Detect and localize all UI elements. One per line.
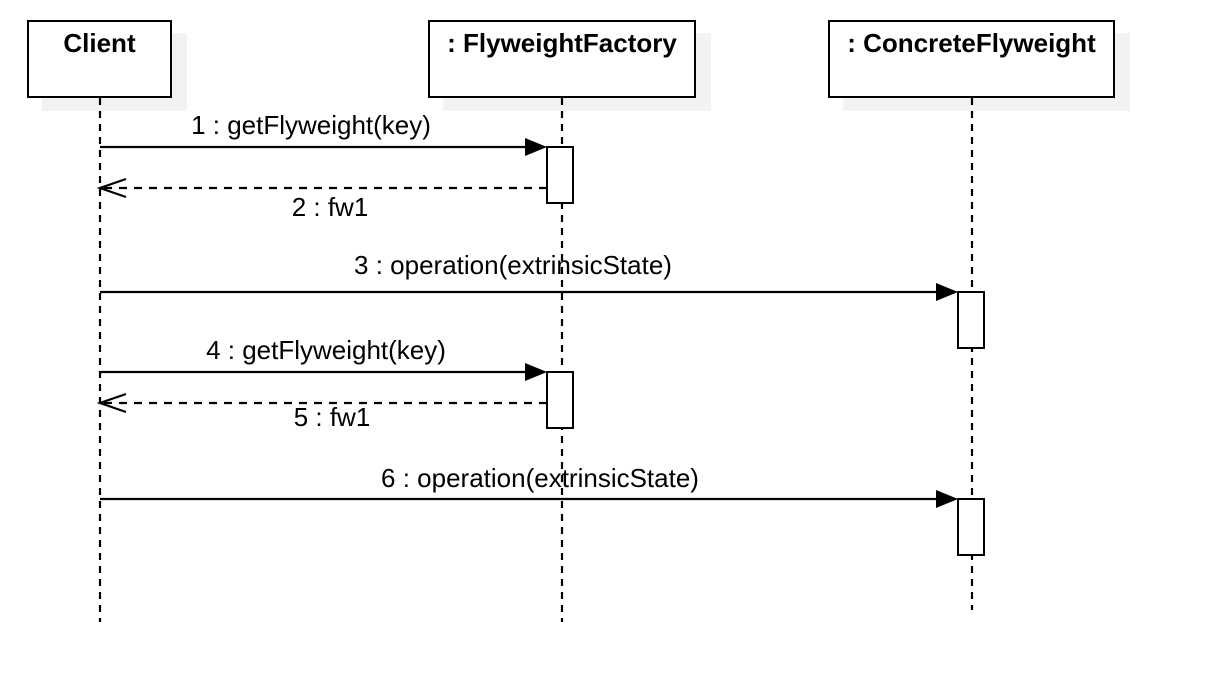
message-4-filled-arrowhead-icon	[525, 363, 547, 381]
message-1-filled-arrowhead-icon	[525, 138, 547, 156]
lifeline-head-client-label: Client	[63, 28, 136, 58]
message-6-filled-arrowhead-icon	[936, 490, 958, 508]
lifeline-head-concrete-flyweight-label: : ConcreteFlyweight	[847, 28, 1096, 58]
activation-bar-concrete-1	[957, 291, 985, 349]
activation-bar-concrete-2	[957, 498, 985, 556]
message-5-open-arrowhead-icon	[96, 392, 127, 414]
message-1-label: 1 : getFlyweight(key)	[191, 110, 431, 140]
lifeline-head-flyweight-factory-label: : FlyweightFactory	[447, 28, 677, 58]
lifeline-head-client: Client	[27, 20, 172, 98]
message-2-label: 2 : fw1	[291, 192, 369, 222]
message-5-label: 5 : fw1	[293, 402, 371, 432]
message-4-label: 4 : getFlyweight(key)	[206, 335, 446, 365]
message-2-open-arrowhead-icon	[96, 177, 127, 199]
activation-bar-factory-1	[546, 146, 574, 204]
activation-bar-factory-2	[546, 371, 574, 429]
lifeline-head-concrete-flyweight: : ConcreteFlyweight	[828, 20, 1115, 98]
message-3-filled-arrowhead-icon	[936, 283, 958, 301]
message-3-label: 3 : operation(extrinsicState)	[354, 250, 672, 280]
lifeline-head-flyweight-factory: : FlyweightFactory	[428, 20, 696, 98]
message-6-label: 6 : operation(extrinsicState)	[381, 463, 699, 493]
